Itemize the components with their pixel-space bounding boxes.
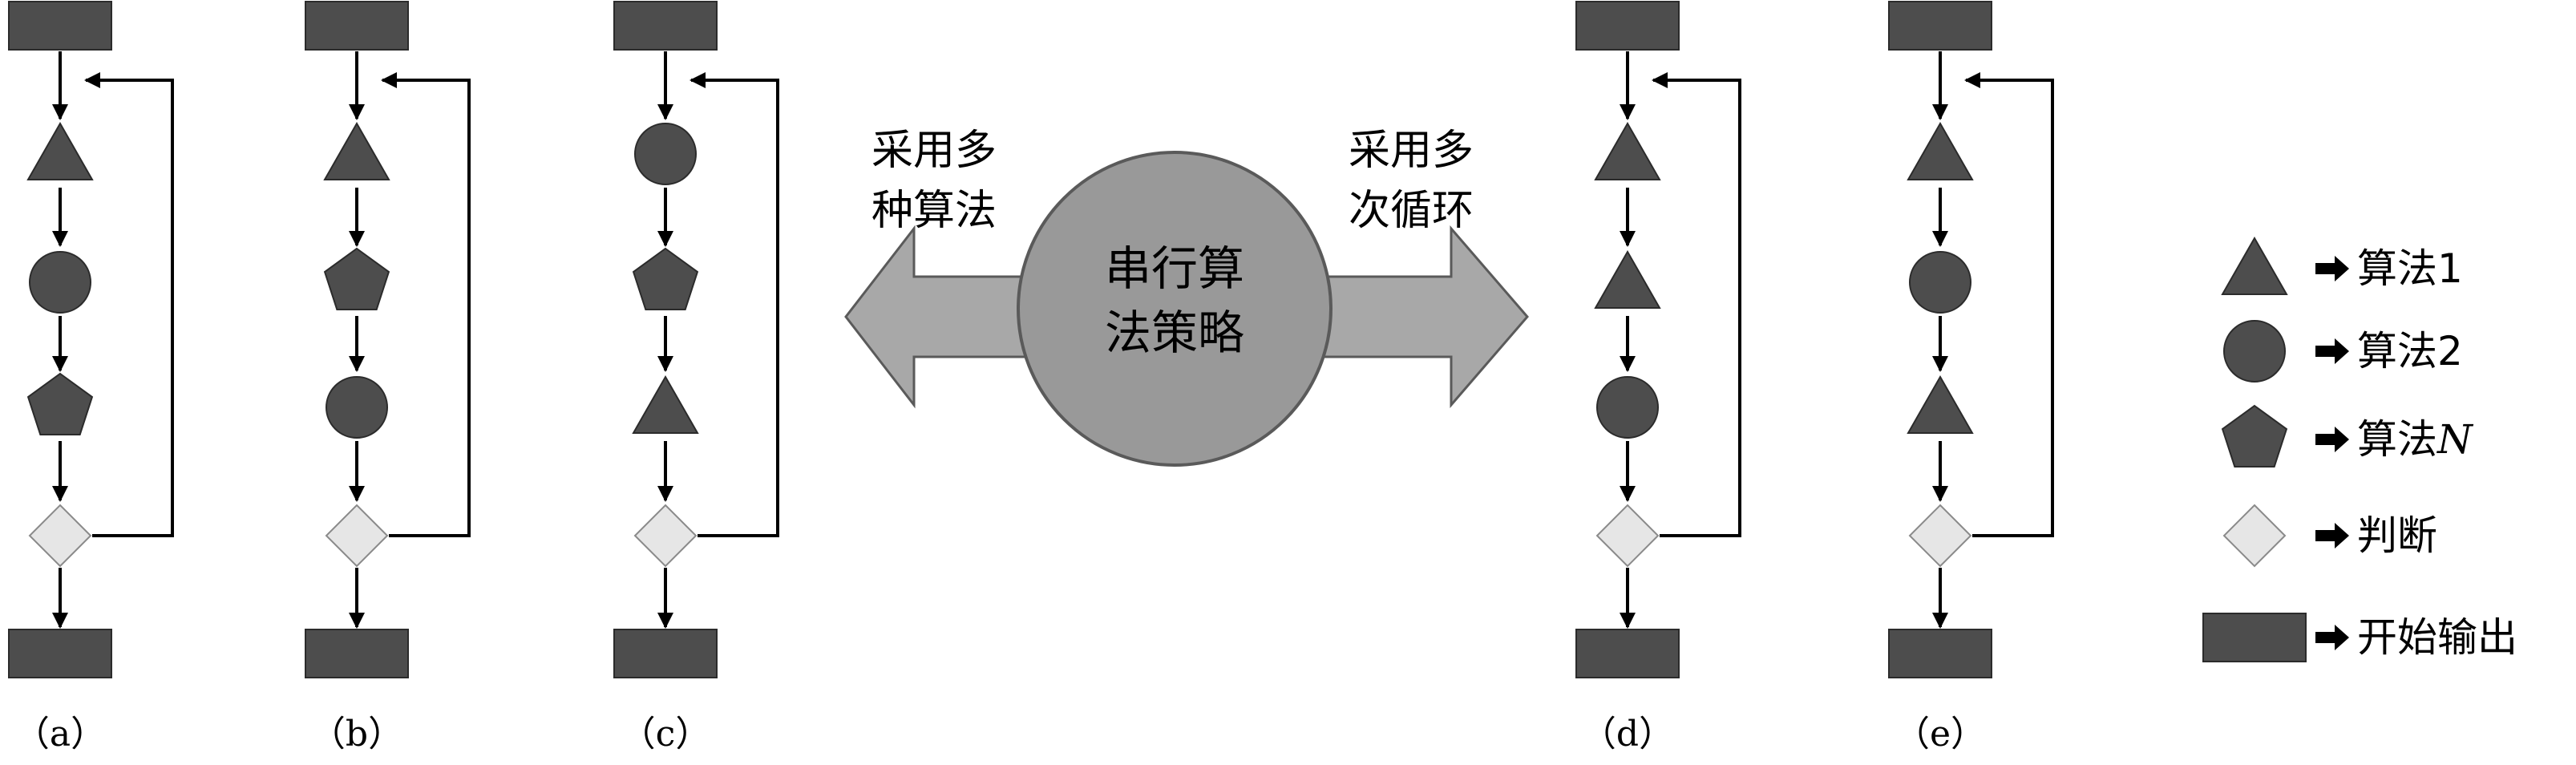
right-arrow-label-line1: 采用多 bbox=[1349, 127, 1474, 175]
triangle-step-3 bbox=[632, 374, 699, 434]
output-rect bbox=[1575, 629, 1680, 678]
caption: （c） bbox=[621, 714, 711, 755]
start-rect bbox=[613, 1, 718, 51]
triangle-step-1 bbox=[323, 121, 390, 180]
loop-arrow bbox=[1652, 72, 1741, 537]
legend-label: 算法N bbox=[2357, 416, 2474, 463]
legend-arrow-icon bbox=[2315, 625, 2349, 650]
circle-step-1 bbox=[634, 123, 697, 185]
circle-step-2 bbox=[29, 251, 91, 314]
output-rect bbox=[305, 629, 409, 678]
legend-arrow-icon bbox=[2315, 427, 2349, 452]
flowcharts: （a） （b） （c） （d） （e） bbox=[8, 1, 2054, 755]
legend-item-triangle: 算法1 bbox=[2221, 236, 2463, 295]
pentagon-step-2 bbox=[323, 247, 390, 310]
flowchart-b: （b） bbox=[305, 1, 471, 755]
legend-label: 开始输出 bbox=[2357, 614, 2517, 661]
caption: （d） bbox=[1581, 714, 1674, 755]
legend-label: 判断 bbox=[2357, 512, 2437, 559]
legend-item-rect: 开始输出 bbox=[2202, 613, 2517, 662]
start-rect bbox=[1888, 1, 1992, 51]
right-arrow-label-line2: 次循环 bbox=[1349, 187, 1474, 235]
circle-step-3 bbox=[326, 376, 388, 439]
start-rect bbox=[305, 1, 409, 51]
legend-arrow-icon bbox=[2315, 338, 2349, 364]
loop-arrow bbox=[381, 72, 471, 537]
legend-arrow-icon bbox=[2315, 523, 2349, 548]
center-circle bbox=[1017, 151, 1332, 467]
flowchart-c: （c） bbox=[613, 1, 779, 755]
loop-arrow bbox=[689, 72, 779, 537]
center-label-line2: 法策略 bbox=[1105, 306, 1244, 360]
legend-label: 算法1 bbox=[2357, 245, 2463, 292]
circle-step-2 bbox=[1909, 251, 1971, 314]
triangle-step-1 bbox=[1594, 121, 1661, 180]
legend-diamond-icon bbox=[2222, 504, 2287, 568]
decision-diamond bbox=[325, 504, 389, 568]
caption: （b） bbox=[310, 714, 403, 755]
legend-arrow-icon bbox=[2315, 256, 2349, 281]
flowchart-d: （d） bbox=[1575, 1, 1741, 755]
pentagon-step-2 bbox=[632, 247, 699, 310]
output-rect bbox=[8, 629, 112, 678]
circle-step-3 bbox=[1596, 376, 1659, 439]
legend-item-diamond: 判断 bbox=[2222, 504, 2437, 568]
center-strategy: 串行算 法策略 采用多 种算法 采用多 次循环 bbox=[844, 127, 1529, 467]
legend-label: 算法2 bbox=[2357, 328, 2463, 374]
flowchart-e: （e） bbox=[1888, 1, 2054, 755]
legend-item-pentagon: 算法N bbox=[2221, 404, 2474, 468]
decision-diamond bbox=[633, 504, 698, 568]
legend-pentagon-icon bbox=[2221, 404, 2288, 468]
center-label-line1: 串行算 bbox=[1105, 241, 1244, 296]
caption: （e） bbox=[1895, 714, 1986, 755]
caption: （a） bbox=[14, 714, 106, 755]
triangle-step-1 bbox=[1907, 121, 1974, 180]
legend-circle-icon bbox=[2223, 320, 2286, 382]
output-rect bbox=[613, 629, 718, 678]
decision-diamond bbox=[28, 504, 92, 568]
output-rect bbox=[1888, 629, 1992, 678]
pentagon-step-3 bbox=[26, 372, 94, 435]
legend-item-circle: 算法2 bbox=[2223, 320, 2463, 382]
loop-arrow bbox=[1964, 72, 2054, 537]
left-arrow-label-line1: 采用多 bbox=[871, 127, 997, 175]
loop-arrow bbox=[84, 72, 174, 537]
triangle-step-3 bbox=[1907, 374, 1974, 434]
flowchart-a: （a） bbox=[8, 1, 174, 755]
legend-triangle-icon bbox=[2221, 236, 2288, 295]
start-rect bbox=[8, 1, 112, 51]
triangle-step-2 bbox=[1594, 249, 1661, 309]
legend-rect-icon bbox=[2202, 613, 2307, 662]
start-rect bbox=[1575, 1, 1680, 51]
left-arrow-label-line2: 种算法 bbox=[871, 187, 997, 235]
decision-diamond bbox=[1908, 504, 1972, 568]
triangle-step-1 bbox=[26, 121, 94, 180]
decision-diamond bbox=[1595, 504, 1660, 568]
